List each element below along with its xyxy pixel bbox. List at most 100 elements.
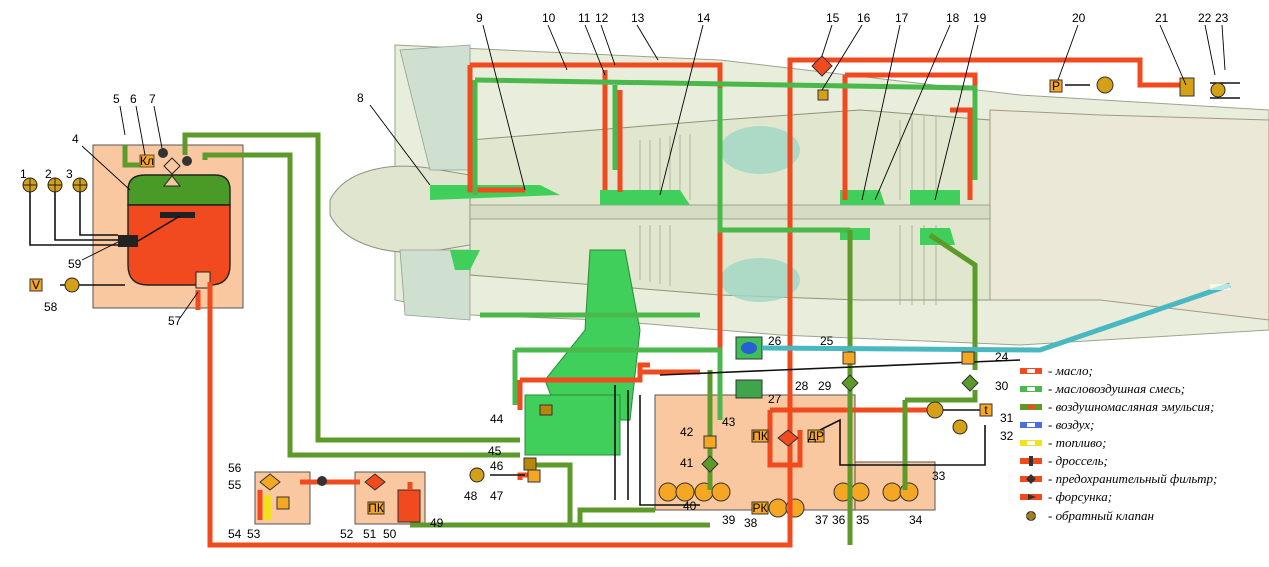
callout-39: 39 [722,513,736,527]
callout-5: 5 [113,92,120,106]
callout-54: 54 [228,527,242,541]
callout-10: 10 [542,11,556,25]
valve-pk-43 [751,429,769,443]
callout-23: 23 [1215,11,1229,25]
unit-42 [703,435,717,449]
callout-55: 55 [228,478,242,492]
callout-29: 29 [818,379,832,393]
callout-37: 37 [815,513,829,527]
valve-dr-28 [807,429,825,443]
legend-fuel: - топливо; [1020,435,1106,450]
legend: - масло; - масловоздушная смесь; - возду… [1020,363,1217,523]
callout-15: 15 [826,11,840,25]
valve-pk-51-label: ПК [368,501,384,515]
pressure-sensor-icon [22,177,88,193]
filter-52-icon [364,473,386,491]
callout-14: 14 [697,11,711,25]
legend-filter: - предохранительный фильтр; [1020,471,1217,486]
callout-49: 49 [430,516,444,530]
callout-44: 44 [490,412,504,426]
oil-cooler-21 [1179,77,1195,97]
callout-27: 27 [768,392,782,406]
valve-kl [139,154,155,168]
valve-dr-28-label: ДР [808,429,824,443]
unit-27 [735,379,763,399]
unit-44 [539,404,553,416]
callout-21: 21 [1155,11,1169,25]
sensor-32-icon [952,419,968,435]
callout-24: 24 [995,350,1009,364]
legend-filter-label: - предохранительный фильтр; [1048,471,1217,486]
callout-12: 12 [595,11,609,25]
callout-28: 28 [795,379,809,393]
callout-17: 17 [895,11,909,25]
valve-rk-38-label: РК [753,501,768,515]
callout-57: 57 [168,314,182,328]
callout-45: 45 [488,444,502,458]
valve-pk-43-label: ПК [752,429,768,443]
callout-48: 48 [464,489,478,503]
callout-9: 9 [476,11,483,25]
callout-19: 19 [973,11,987,25]
valve-kl-label: Кл [140,154,154,168]
legend-air-label: - воздух; [1048,417,1094,432]
callout-31: 31 [1000,411,1014,425]
legend-emulsion-label: - воздушномасляная эмульсия; [1048,399,1214,414]
callout-33: 33 [932,469,946,483]
valve-pk-51 [367,501,385,515]
oil-tank-unit: Кл [92,144,244,309]
callout-32: 32 [1000,429,1014,443]
sensor-31-icon [926,401,944,419]
unit-46 [523,457,537,471]
callout-41: 41 [680,456,694,470]
legend-nozzle: - форсунка; [1020,489,1112,504]
callout-34: 34 [909,513,923,527]
legend-throttle-label: - дроссель; [1048,453,1108,468]
callout-47: 47 [490,489,504,503]
callout-52: 52 [340,527,354,541]
callout-22: 22 [1198,11,1212,25]
callout-56: 56 [228,461,242,475]
fuel-line [263,495,271,520]
callout-51: 51 [363,527,377,541]
legend-mix-label: - масловоздушная смесь; [1048,381,1185,396]
filter-37-icon [777,429,799,447]
leader-lines [81,24,1226,319]
callout-53: 53 [247,527,261,541]
callout-42: 42 [680,425,694,439]
callout-30: 30 [995,379,1009,393]
check-valve-icon-3 [317,476,327,486]
callout-1: 1 [20,167,27,181]
components: V Р t ПК ДР РК [22,55,1230,520]
legend-mix: - масловоздушная смесь; [1020,381,1185,396]
callout-8: 8 [357,91,364,105]
callout-6: 6 [130,92,137,106]
heat-exchanger-56-icon [259,473,281,491]
callout-43: 43 [722,415,736,429]
temp-box-31-label: t [984,403,988,417]
legend-nozzle-label: - форсунка; [1048,489,1112,504]
legend-check-valve: - обратный клапан [1026,508,1154,523]
v-indicator-label: V [32,278,40,292]
oil-air-emulsion-lines [122,132,978,545]
unit-24 [961,351,975,365]
unit-47 [527,469,541,483]
callout-7: 7 [149,92,156,106]
callout-40: 40 [683,499,697,513]
pressure-box-20 [1049,79,1063,93]
pressure-box-20-label: Р [1052,79,1060,93]
filter-41-icon [701,455,719,473]
legend-oil: - масло; [1020,363,1093,378]
air-lines [761,282,1231,353]
legend-air: - воздух; [1020,417,1094,432]
callout-58: 58 [44,300,58,314]
legend-throttle: - дроссель; [1020,453,1108,468]
callout-20: 20 [1072,11,1086,25]
sensor-48-icon [469,467,485,483]
callout-2: 2 [45,167,52,181]
v-indicator [29,278,43,292]
callout-59: 59 [68,257,82,271]
callout-38: 38 [744,516,758,530]
callout-16: 16 [857,11,871,25]
